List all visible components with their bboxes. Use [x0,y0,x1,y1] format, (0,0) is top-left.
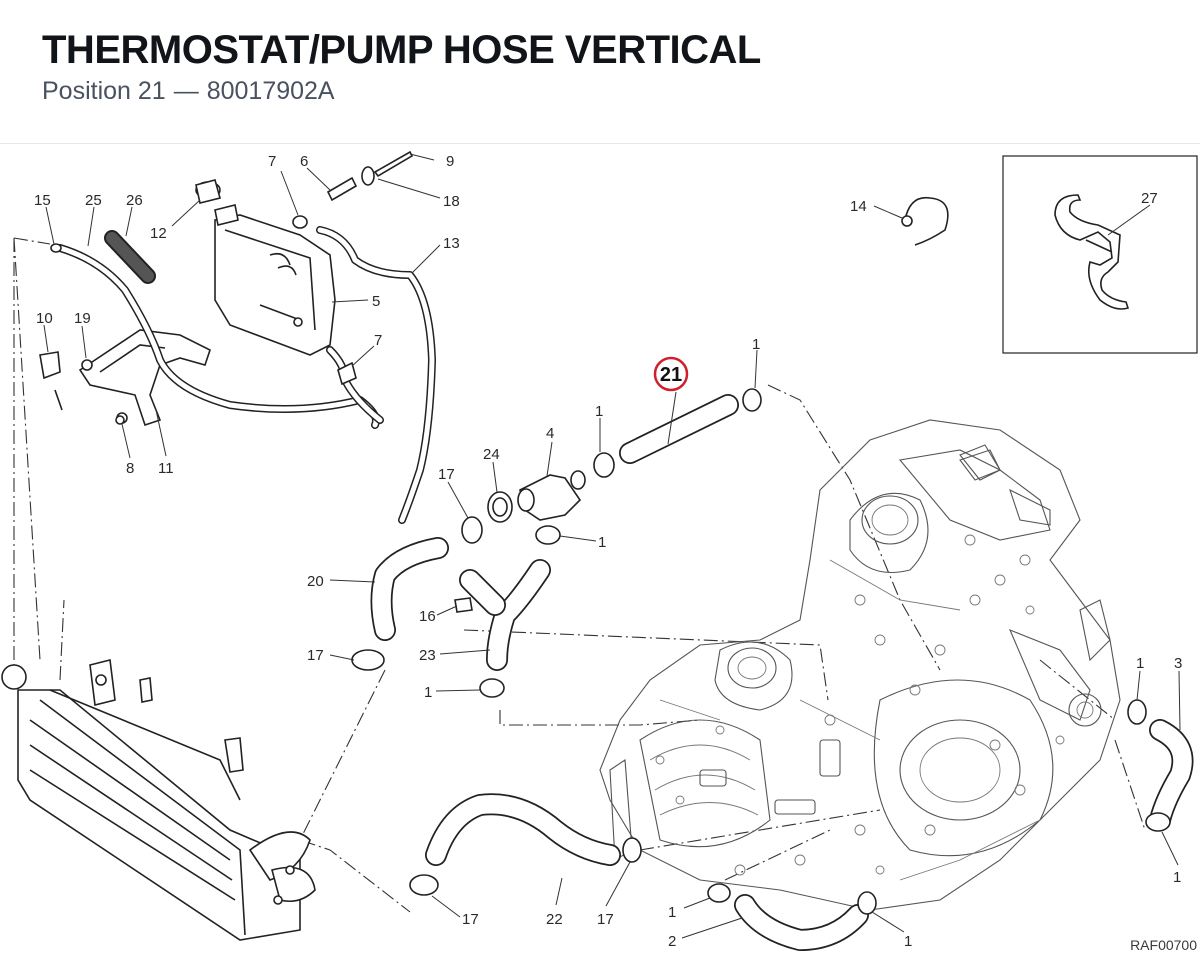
callout-8: 8 [126,460,134,477]
callout-20: 20 [307,573,324,590]
hoses [56,226,1194,951]
leader-lines [43,153,1181,939]
callout-3: 3 [1174,655,1182,672]
callout-19: 19 [74,310,91,327]
subtitle-separator: — [173,77,199,105]
callout-17-hose20-top: 17 [438,466,455,483]
callout-17-hose22-left: 17 [462,911,479,928]
page-title: THERMOSTAT/PUMP HOSE VERTICAL [42,28,761,72]
callout-9: 9 [446,153,454,170]
callout-25: 25 [85,192,102,209]
callout-6: 6 [300,153,308,170]
coolant-reservoir [195,181,336,356]
callout-1-hose21-end: 1 [752,336,760,353]
highlight-ring-21 [653,356,689,392]
callout-24: 24 [483,446,500,463]
callout-7-lower: 7 [374,332,382,349]
callout-16: 16 [419,608,436,625]
small-parts [50,150,1171,915]
callout-18: 18 [443,193,460,210]
callout-22: 22 [546,911,563,928]
callout-4: 4 [546,425,554,442]
callout-1-thermostat-clamp: 1 [595,403,603,420]
callout-23: 23 [419,647,436,664]
part-number: 80017902A [206,77,335,105]
callout-1-thermostat-outlet: 1 [598,534,606,551]
drawing-reference-code: RAF00700 [1130,937,1197,953]
callout-10: 10 [36,310,53,327]
bracket [39,329,211,427]
callout-1-hose3-top: 1 [1136,655,1144,672]
position-label: Position 21 [42,77,166,105]
callout-labels: 15 25 26 12 7 6 9 18 13 5 7 10 19 8 11 1… [34,153,1197,953]
radiator [1,659,316,941]
callout-14: 14 [850,198,867,215]
inset-detail-box [1002,155,1198,354]
callout-5: 5 [372,293,380,310]
callout-11: 11 [158,460,174,477]
callout-1-hose3-bottom: 1 [1173,869,1181,886]
callout-13: 13 [443,235,460,252]
callout-7-top: 7 [268,153,276,170]
page-subtitle: Position 21—80017902A [42,77,335,106]
callout-17-hose20-bottom: 17 [307,647,324,664]
callout-1-hose23-bottom: 1 [424,684,432,701]
page-header: THERMOSTAT/PUMP HOSE VERTICAL Position 2… [0,0,1200,144]
callout-17-hose22-right: 17 [597,911,614,928]
callout-15: 15 [34,192,51,209]
callout-2: 2 [668,933,676,950]
callout-27: 27 [1141,190,1158,207]
engine-block [599,419,1121,911]
callout-1-hose2-left: 1 [668,904,676,921]
callout-12: 12 [150,225,167,242]
callout-26: 26 [126,192,143,209]
assembly-lines [13,237,1146,913]
callout-1-hose2-right: 1 [904,933,912,950]
callout-21-highlighted: 21 [660,364,682,386]
